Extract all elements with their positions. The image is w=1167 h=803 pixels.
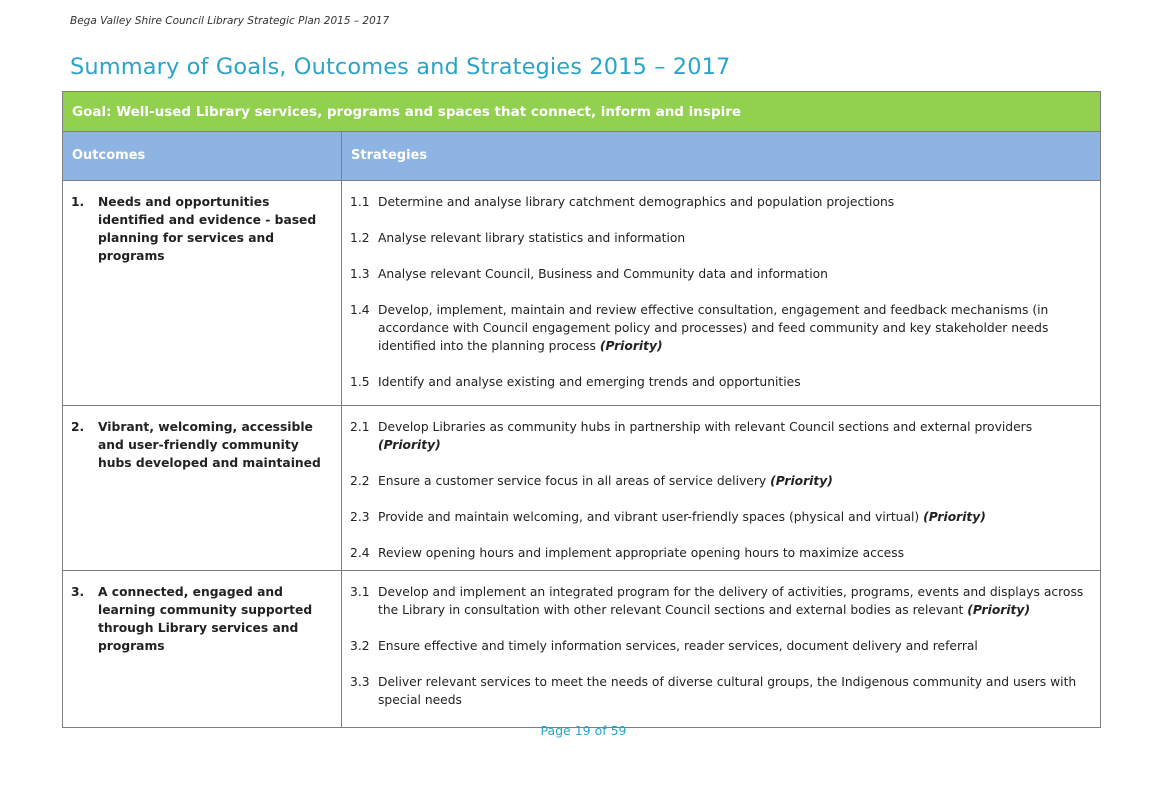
page-title: Summary of Goals, Outcomes and Strategie…	[70, 54, 731, 80]
strategy-number: 1.4	[350, 303, 370, 317]
strategy-number: 2.1	[350, 420, 370, 434]
outcome-cell: 3. A connected, engaged and learning com…	[62, 570, 342, 728]
outcomes-column-header: Outcomes	[62, 131, 342, 181]
strategy-item: 2.1 Develop Libraries as community hubs …	[350, 418, 1092, 454]
strategy-item: 1.2 Analyse relevant library statistics …	[350, 229, 1092, 247]
outcome-text: A connected, engaged and learning commun…	[98, 585, 313, 653]
strategy-text: Analyse relevant library statistics and …	[378, 231, 686, 245]
strategy-number: 3.3	[350, 675, 370, 689]
strategy-text: Identify and analyse existing and emergi…	[378, 375, 801, 389]
strategy-number: 2.4	[350, 546, 370, 560]
strategy-item: 1.5 Identify and analyse existing and em…	[350, 373, 1092, 391]
strategy-item: 1.3 Analyse relevant Council, Business a…	[350, 265, 1092, 283]
table-row: 3. A connected, engaged and learning com…	[62, 570, 1101, 728]
strategy-number: 1.3	[350, 267, 370, 281]
outcome-cell: 2. Vibrant, welcoming, accessible and us…	[62, 405, 342, 571]
strategy-text: Ensure a customer service focus in all a…	[378, 474, 767, 488]
strategy-text: Deliver relevant services to meet the ne…	[378, 675, 1077, 707]
strategies-cell: 2.1 Develop Libraries as community hubs …	[341, 405, 1101, 571]
priority-tag: (Priority)	[923, 510, 986, 524]
table-row: 2. Vibrant, welcoming, accessible and us…	[62, 405, 1101, 571]
strategies-cell: 1.1 Determine and analyse library catchm…	[341, 180, 1101, 406]
priority-tag: (Priority)	[599, 339, 663, 353]
strategies-cell: 3.1 Develop and implement an integrated …	[341, 570, 1101, 728]
outcome-cell: 1. Needs and opportunities identified an…	[62, 180, 342, 406]
strategy-item: 2.2 Ensure a customer service focus in a…	[350, 472, 1092, 490]
strategy-item: 1.1 Determine and analyse library catchm…	[350, 193, 1092, 211]
strategy-number: 2.2	[350, 474, 370, 488]
strategy-number: 3.2	[350, 639, 370, 653]
strategy-number: 1.2	[350, 231, 370, 245]
table-row: 1. Needs and opportunities identified an…	[62, 180, 1101, 406]
strategy-number: 1.5	[350, 375, 370, 389]
strategy-item: 2.3 Provide and maintain welcoming, and …	[350, 508, 1092, 526]
strategy-text: Analyse relevant Council, Business and C…	[378, 267, 828, 281]
strategy-item: 3.2 Ensure effective and timely informat…	[350, 637, 1092, 655]
priority-tag: (Priority)	[378, 438, 441, 452]
strategy-text: Determine and analyse library catchment …	[378, 195, 895, 209]
strategy-number: 2.3	[350, 510, 370, 524]
outcome-number: 3.	[71, 585, 85, 599]
strategy-number: 1.1	[350, 195, 370, 209]
strategy-item: 2.4 Review opening hours and implement a…	[350, 544, 1092, 562]
strategy-text: Develop and implement an integrated prog…	[378, 585, 1084, 617]
strategies-column-header: Strategies	[341, 131, 1101, 181]
strategy-text: Develop Libraries as community hubs in p…	[378, 420, 1033, 434]
page-number: Page 19 of 59	[540, 723, 627, 738]
running-header: Bega Valley Shire Council Library Strate…	[70, 15, 390, 27]
strategy-text: Ensure effective and timely information …	[378, 639, 978, 653]
strategy-item: 1.4 Develop, implement, maintain and rev…	[350, 301, 1092, 355]
strategy-text: Provide and maintain welcoming, and vibr…	[378, 510, 920, 524]
outcome-number: 1.	[71, 195, 85, 209]
strategy-number: 3.1	[350, 585, 370, 599]
goals-table: Goal: Well-used Library services, progra…	[62, 91, 1101, 728]
strategy-text: Review opening hours and implement appro…	[378, 546, 905, 560]
outcome-number: 2.	[71, 420, 85, 434]
strategy-text: Develop, implement, maintain and review …	[378, 303, 1049, 353]
priority-tag: (Priority)	[967, 603, 1031, 617]
outcome-text: Vibrant, welcoming, accessible and user-…	[98, 420, 321, 470]
outcome-text: Needs and opportunities identified and e…	[98, 195, 317, 263]
strategy-item: 3.1 Develop and implement an integrated …	[350, 583, 1092, 619]
goal-header: Goal: Well-used Library services, progra…	[62, 91, 1101, 132]
strategy-item: 3.3 Deliver relevant services to meet th…	[350, 673, 1092, 709]
priority-tag: (Priority)	[770, 474, 833, 488]
